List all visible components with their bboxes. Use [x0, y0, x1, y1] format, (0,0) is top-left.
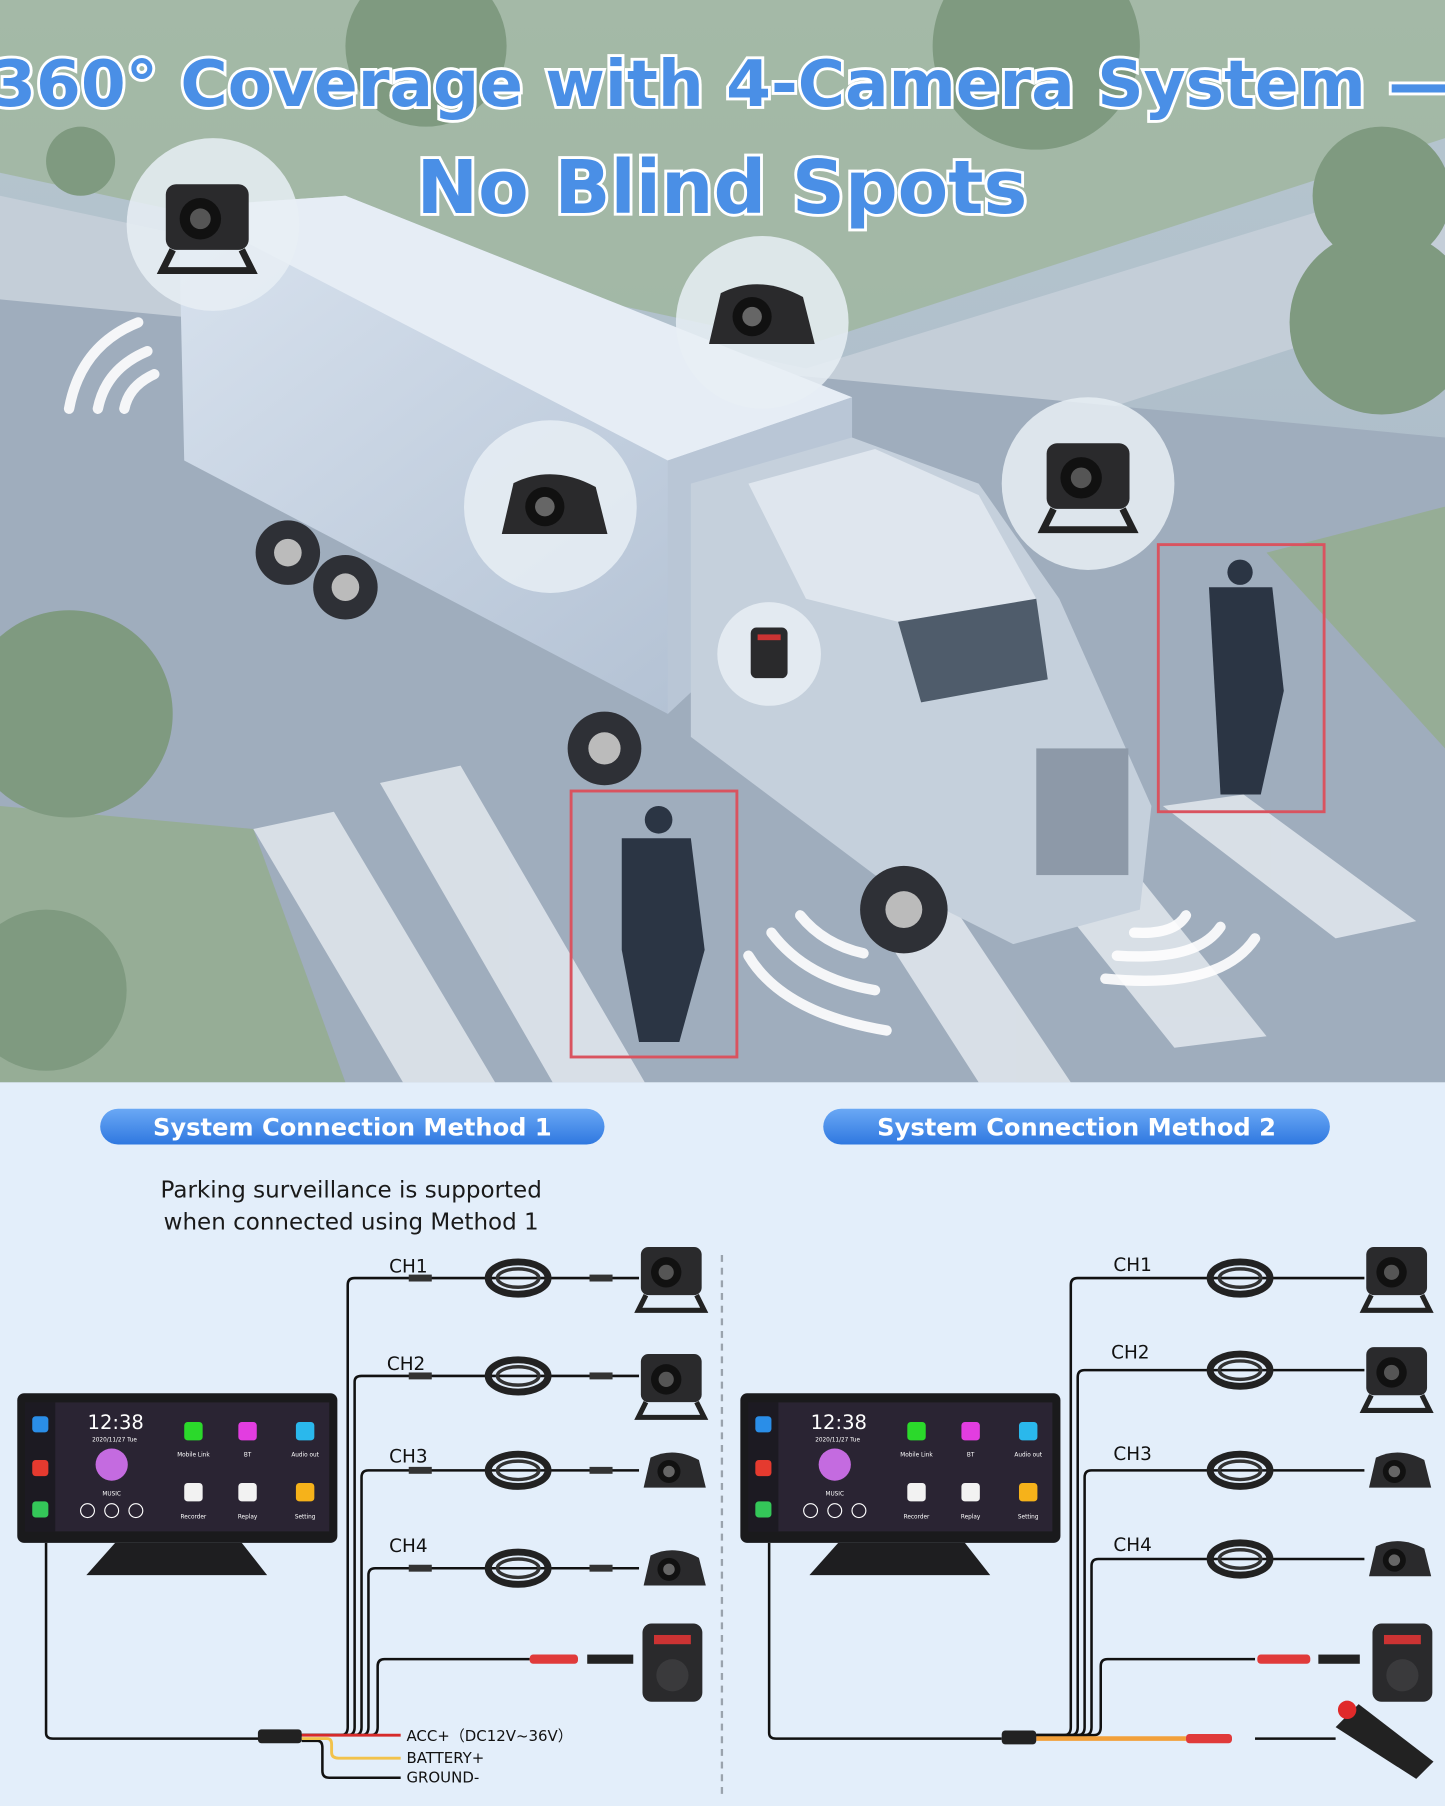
monitor-method1: 12:38 2020/11/27 Tue MUSIC Mobile Link B… [17, 1393, 338, 1576]
method2-ch2-label: CH2 [1111, 1343, 1149, 1364]
method2-pill [823, 1108, 1330, 1145]
method1-ch2-label: CH2 [387, 1354, 425, 1375]
method1-channel-runs [408, 1247, 706, 1702]
method1-ch3-label: CH3 [389, 1446, 427, 1467]
camera-bubble-side [464, 420, 637, 593]
screen2-date: 2020/11/27 Tue [815, 1438, 860, 1444]
trees [0, 0, 1445, 1071]
camera-bubble-front [1001, 397, 1175, 570]
app2-setting: Setting [1018, 1515, 1039, 1521]
app2-audio-out: Audio out [1014, 1453, 1042, 1459]
method2-wires [767, 1276, 1365, 1740]
app-mobile-link: Mobile Link [177, 1453, 210, 1459]
headline-line2: No Blind Spots [416, 146, 1027, 231]
camera-bubbles [126, 138, 1175, 706]
screen2-time: 12:38 [811, 1411, 867, 1434]
method2-channel-runs [1210, 1247, 1433, 1702]
parking-note-line2: when connected using Method 1 [164, 1210, 539, 1236]
app-bt: BT [244, 1453, 252, 1459]
method1-ch1-label: CH1 [389, 1256, 427, 1277]
method2-ch4-label: CH4 [1113, 1535, 1151, 1556]
alarm-speaker [642, 1623, 703, 1702]
acc-label: ACC+（DC12V~36V） [406, 1727, 572, 1745]
method2-label: System Connection Method 2 [877, 1113, 1276, 1141]
camera-bubble-top [675, 236, 849, 409]
alarm-speaker-bubble [717, 602, 821, 706]
battery-label: BATTERY+ [406, 1749, 484, 1767]
app-audio-out: Audio out [291, 1453, 319, 1459]
pedestrians [621, 559, 1284, 1043]
screen-time: 12:38 [88, 1411, 144, 1434]
m2-alarm-speaker [1372, 1623, 1433, 1702]
app-setting: Setting [295, 1515, 316, 1521]
detection-box-pedestrian-right [1156, 543, 1326, 814]
method1-ch4-label: CH4 [389, 1536, 427, 1557]
battery-wire [301, 1737, 401, 1760]
method1-pill [100, 1108, 605, 1145]
app-replay: Replay [238, 1515, 258, 1521]
power-connector [257, 1729, 302, 1744]
app2-replay: Replay [961, 1515, 981, 1521]
cigarette-lighter-plug [1335, 1700, 1434, 1779]
ground-label: GROUND- [406, 1768, 479, 1786]
camera-bubble-rear-left [126, 138, 300, 311]
headline-line1: 360° Coverage with 4-Camera System — [0, 47, 1445, 122]
screen-date: 2020/11/27 Tue [92, 1438, 137, 1444]
screen-music: MUSIC [102, 1492, 121, 1498]
parking-note-line1: Parking surveillance is supported [161, 1177, 542, 1203]
method1-label: System Connection Method 1 [153, 1113, 552, 1141]
method2-diagram: System Connection Method 2 CH1 CH2 CH3 C… [740, 1108, 1434, 1779]
detection-box-pedestrian-left [569, 789, 739, 1059]
screen2-music: MUSIC [825, 1492, 844, 1498]
app-recorder: Recorder [181, 1515, 207, 1521]
signal-wave-icons [63, 317, 1261, 1036]
monitor-method2: 12:38 2020/11/27 Tue MUSIC Mobile Link B… [740, 1393, 1061, 1576]
method2-ch3-label: CH3 [1113, 1444, 1151, 1465]
method1-diagram: System Connection Method 1 Parking surve… [17, 1108, 706, 1786]
method2-ch1-label: CH1 [1113, 1255, 1151, 1276]
app2-bt: BT [967, 1453, 975, 1459]
app2-mobile-link: Mobile Link [900, 1453, 933, 1459]
truck-scene-photo: 360° Coverage with 4-Camera System — No … [0, 0, 1445, 1083]
app2-recorder: Recorder [904, 1515, 930, 1521]
truck [178, 195, 1152, 954]
